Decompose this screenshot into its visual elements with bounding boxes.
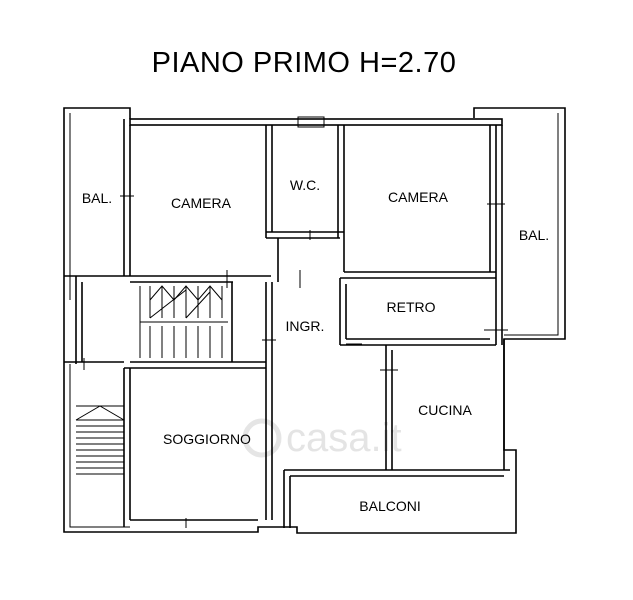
room-label-retro: RETRO [387, 299, 436, 315]
room-label-bal-right: BAL. [519, 227, 549, 243]
room-label-balconi: BALCONI [359, 498, 420, 514]
staircase [75, 285, 228, 475]
room-label-wc: W.C. [290, 177, 320, 193]
room-label-soggiorno: SOGGIORNO [163, 431, 251, 447]
plan-title: PIANO PRIMO H=2.70 [152, 47, 457, 79]
room-label-ingr: INGR. [286, 318, 325, 334]
room-label-cucina: CUCINA [418, 402, 472, 418]
room-label-camera-1: CAMERA [171, 195, 232, 211]
room-label-camera-2: CAMERA [388, 189, 449, 205]
exterior-walls [63, 107, 566, 534]
room-label-bal-left: BAL. [82, 190, 112, 206]
watermark-text: casa.it [286, 416, 402, 460]
watermark-logo: casa.it [242, 416, 402, 460]
interior-walls [64, 118, 510, 528]
door-ticks [83, 116, 508, 528]
